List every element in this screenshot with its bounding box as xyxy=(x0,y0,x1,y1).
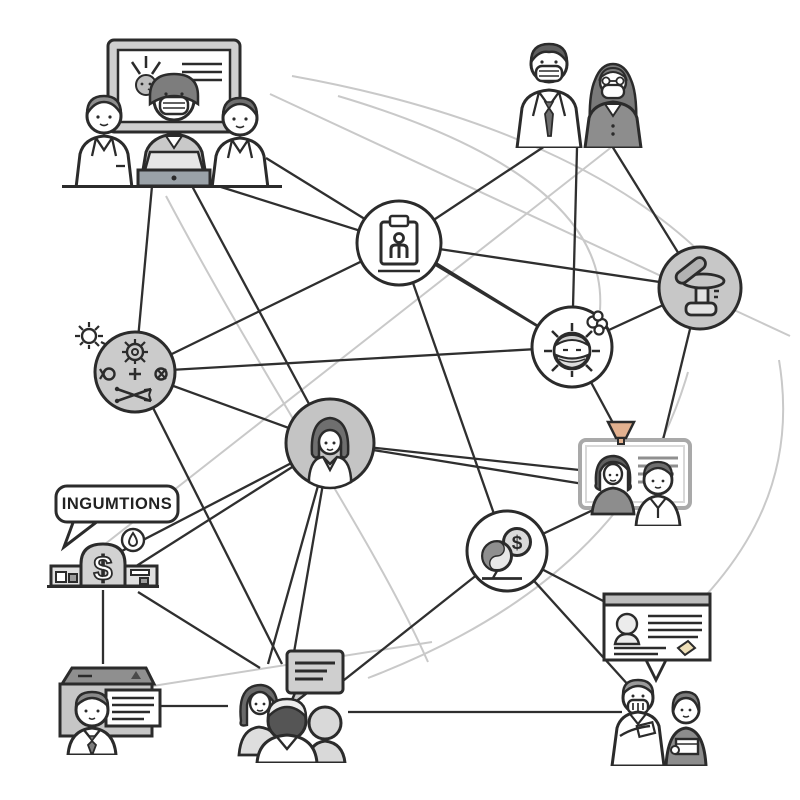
edge-clipboard-microscope xyxy=(398,241,701,290)
edge-clipboard-molecules xyxy=(134,241,400,374)
edge-molecules-meeting xyxy=(133,371,284,665)
node-doctor-consult-id-card xyxy=(602,592,712,766)
node-layer xyxy=(45,38,743,766)
node-microscope-lab xyxy=(657,245,743,331)
bank-speech-bubble: INGUMTIONS xyxy=(54,484,180,552)
node-discussion-group xyxy=(237,649,347,763)
node-masked-doctor-and-businesswoman xyxy=(515,42,643,148)
node-masked-virus xyxy=(530,305,614,389)
edge-team-woman xyxy=(190,185,332,444)
edge-bank-meeting xyxy=(137,591,261,669)
node-money-pie-chart xyxy=(465,509,549,593)
edge-clipboard-money xyxy=(397,242,509,552)
decor-curve-2 xyxy=(367,371,689,679)
node-video-call-frame xyxy=(578,420,692,526)
decor-curve-1 xyxy=(337,95,602,311)
node-clipboard-patient-record xyxy=(355,199,443,287)
bank-bubble-text: INGUMTIONS xyxy=(62,495,172,513)
node-research-team-presentation xyxy=(62,38,282,188)
node-clerk-at-copier xyxy=(58,666,162,755)
node-bank-finance xyxy=(45,527,161,590)
decor-curve-0 xyxy=(291,75,701,253)
decor-line-1 xyxy=(99,141,619,549)
edge-molecules-virus xyxy=(134,345,573,374)
node-pathogen-molecules xyxy=(73,320,177,414)
node-woman-avatar xyxy=(284,397,376,490)
